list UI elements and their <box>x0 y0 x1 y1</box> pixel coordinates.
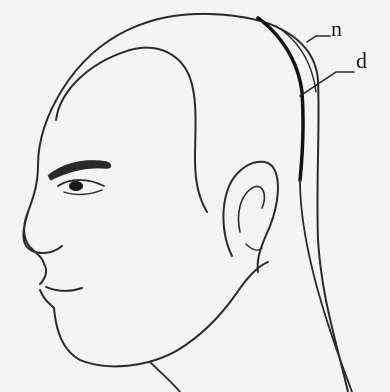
eye-pupil <box>69 181 83 191</box>
label-n: n <box>331 18 342 40</box>
neck-back <box>300 180 352 392</box>
ear-lobe <box>246 244 262 250</box>
ear-outer <box>223 162 278 272</box>
leader-d <box>300 72 354 96</box>
band-d <box>258 18 303 180</box>
eyebrow <box>48 161 111 180</box>
label-d: d <box>356 50 367 72</box>
eye-lower <box>64 190 102 194</box>
upper-lip <box>40 264 46 284</box>
neck-front <box>150 362 180 392</box>
ear-inner <box>239 186 265 232</box>
lower-lip <box>40 290 54 308</box>
leader-n <box>307 36 330 42</box>
chin-jaw <box>54 262 268 366</box>
band-n <box>276 26 316 92</box>
mouth <box>46 287 82 291</box>
